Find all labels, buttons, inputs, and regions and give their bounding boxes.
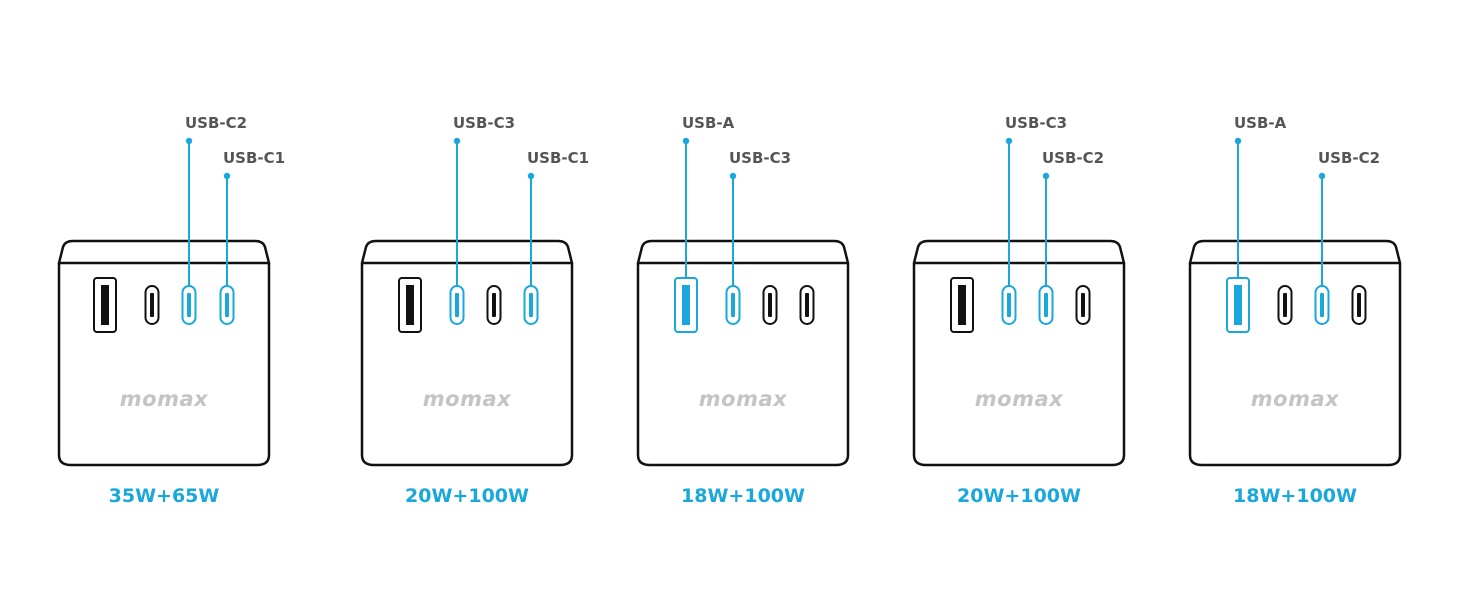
port-label: USB-C2 [185, 114, 247, 132]
usb-c-port-tongue [1283, 293, 1287, 317]
callout-dot [682, 137, 690, 145]
callout-dot [729, 172, 737, 180]
usb-c-port [762, 285, 778, 325]
port-label: USB-C2 [1318, 149, 1380, 167]
port-label: USB-A [682, 114, 735, 132]
port-label: USB-C3 [729, 149, 791, 167]
callout-dot [527, 172, 535, 180]
port-label: USB-C3 [1005, 114, 1067, 132]
wattage-label: 18W+100W [681, 485, 805, 507]
charger-unit: USB-A USB-C3 momax 18W+100W [636, 114, 850, 507]
brand-logo-text: momax [1251, 387, 1340, 411]
usb-a-port [950, 277, 974, 333]
usb-c-port-tongue [1044, 293, 1048, 317]
usb-c-port-tongue [1007, 293, 1011, 317]
charger-top [57, 239, 271, 265]
usb-c-port-tongue [768, 293, 772, 317]
usb-a-port-tongue [101, 285, 109, 325]
callout-dot [1234, 137, 1242, 145]
callout-dot [1318, 172, 1326, 180]
wattage-label: 20W+100W [957, 485, 1081, 507]
brand-logo-text: momax [975, 387, 1064, 411]
port-label: USB-C1 [527, 149, 589, 167]
usb-c-port-tongue [492, 293, 496, 317]
usb-c-port-tongue [1357, 293, 1361, 317]
charger-top [360, 239, 574, 265]
usb-c-port [486, 285, 502, 325]
usb-c-port-tongue [805, 293, 809, 317]
usb-a-port [398, 277, 422, 333]
callout-dot [453, 137, 461, 145]
callout-dot [223, 172, 231, 180]
charger-body [360, 263, 574, 467]
charger-body [912, 263, 1126, 467]
charger-top [1188, 239, 1402, 265]
usb-c-port-tongue [150, 293, 154, 317]
port-label: USB-C1 [223, 149, 285, 167]
charger-body [1188, 263, 1402, 467]
usb-c-port-tongue [1081, 293, 1085, 317]
callout-dot [1042, 172, 1050, 180]
usb-c-port [144, 285, 160, 325]
wattage-label: 18W+100W [1233, 485, 1357, 507]
charger-unit: USB-A USB-C2 momax 18W+100W [1188, 114, 1402, 507]
usb-c-port-tongue [1320, 293, 1324, 317]
brand-logo-text: momax [120, 387, 209, 411]
usb-c-port-tongue [731, 293, 735, 317]
charger-body [636, 263, 850, 467]
callout-dot [185, 137, 193, 145]
usb-c-port [1075, 285, 1091, 325]
wattage-label: 35W+65W [109, 485, 220, 507]
usb-c-port-tongue [187, 293, 191, 317]
usb-a-port-tongue [682, 285, 690, 325]
usb-c-port-tongue [455, 293, 459, 317]
charger-top [636, 239, 850, 265]
port-label: USB-C3 [453, 114, 515, 132]
callout-dot [1005, 137, 1013, 145]
usb-a-port-tongue [406, 285, 414, 325]
usb-c-port-tongue [225, 293, 229, 317]
usb-a-port [93, 277, 117, 333]
usb-c-port [1277, 285, 1293, 325]
brand-logo-text: momax [423, 387, 512, 411]
usb-a-port-tongue [958, 285, 966, 325]
brand-logo-text: momax [699, 387, 788, 411]
usb-a-port-tongue [1234, 285, 1242, 325]
wattage-label: 20W+100W [405, 485, 529, 507]
port-label: USB-A [1234, 114, 1287, 132]
usb-c-port [1351, 285, 1367, 325]
usb-c-port-tongue [529, 293, 533, 317]
port-label: USB-C2 [1042, 149, 1104, 167]
charger-top [912, 239, 1126, 265]
usb-c-port [799, 285, 815, 325]
charger-body [57, 263, 271, 467]
